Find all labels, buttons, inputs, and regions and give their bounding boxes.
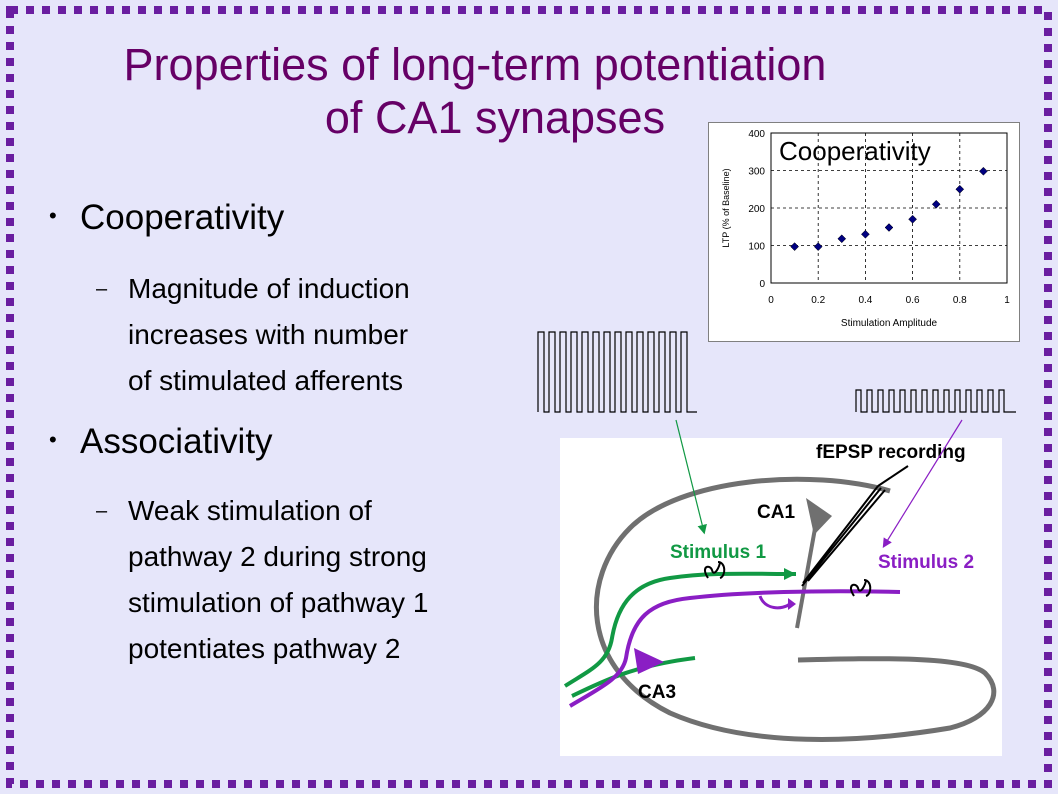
sub-bullet-associativity: – Weak stimulation of pathway 2 during s… (96, 488, 429, 672)
label-stimulus-1: Stimulus 1 (670, 542, 767, 563)
y-tick-label: 0 (759, 279, 765, 290)
data-point (813, 242, 823, 251)
sub-bullet-cooperativity: – Magnitude of induction increases with … (96, 266, 410, 404)
label-ca1: CA1 (757, 502, 795, 523)
x-tick-label: 0.6 (906, 295, 920, 306)
y-tick-label: 200 (748, 204, 765, 215)
data-point (955, 184, 965, 194)
x-axis-label: Stimulation Amplitude (841, 318, 938, 329)
hippocampus-diagram: fEPSP recording CA1 Stimulus 1 Stimulus … (560, 438, 1002, 756)
pathway-1-fiber (563, 571, 797, 688)
bullet-associativity: • Associativity (49, 422, 273, 462)
pathway-2-terminal (788, 598, 796, 610)
pathway-2-fiber (568, 589, 901, 708)
data-point (979, 166, 988, 176)
ca3-soma (634, 648, 664, 674)
x-tick-label: 0 (768, 295, 774, 306)
data-point (837, 234, 847, 244)
y-tick-label: 400 (748, 129, 765, 140)
bullet-heading: Associativity (80, 422, 273, 461)
recording-electrode (801, 465, 909, 587)
y-axis-label: LTP (% of Baseline) (721, 168, 731, 247)
sub-bullet-line: of stimulated afferents (128, 365, 403, 396)
data-point (790, 242, 799, 251)
data-point (908, 214, 917, 224)
label-ca3: CA3 (638, 682, 676, 703)
label-stimulus-2: Stimulus 2 (878, 552, 974, 573)
diagram-svg: fEPSP recording CA1 Stimulus 1 Stimulus … (563, 442, 997, 742)
sub-bullet-dash: – (96, 500, 108, 522)
bullet-cooperativity: • Cooperativity (49, 198, 285, 238)
stimulus-1-electrode (703, 561, 726, 579)
bullet-dot: • (49, 203, 57, 228)
sub-bullet-dash: – (96, 278, 108, 300)
x-tick-label: 0.2 (811, 295, 825, 306)
plot-area (770, 132, 1008, 284)
title-line-1: Properties of long-term potentiation (123, 39, 827, 90)
bullet-dot: • (49, 427, 57, 452)
sub-bullet-line: Weak stimulation of (128, 495, 372, 526)
y-tick-label: 300 (748, 167, 765, 178)
pathway-1-return (571, 656, 696, 698)
title-line-2: of CA1 synapses (324, 92, 666, 143)
x-tick-label: 1 (1004, 295, 1010, 306)
tissue-outline-outer (593, 476, 997, 742)
x-tick-label: 0.8 (953, 295, 967, 306)
ca1-dendrite (795, 522, 818, 629)
bullet-heading: Cooperativity (80, 198, 285, 237)
data-point (884, 223, 894, 232)
sub-bullet-line: increases with number (128, 319, 409, 350)
sub-bullet-line: stimulation of pathway 1 (128, 587, 429, 618)
sub-bullet-line: pathway 2 during strong (128, 541, 427, 572)
chart-title: Cooperativity (779, 136, 931, 166)
stimulus-2-electrode (849, 579, 872, 597)
data-point (861, 229, 870, 239)
sub-bullet-line: Magnitude of induction (128, 273, 410, 304)
data-point (931, 199, 941, 209)
slide-title: Properties of long-term potentiation of … (40, 38, 910, 144)
y-tick-label: 100 (748, 242, 765, 253)
ca1-soma (806, 498, 832, 535)
x-tick-label: 0.4 (858, 295, 872, 306)
label-fepsp-recording: fEPSP recording (816, 442, 966, 463)
pathway-1-terminal (784, 568, 796, 580)
pathway-2-synapse (758, 595, 791, 610)
sub-bullet-line: potentiates pathway 2 (128, 633, 401, 664)
